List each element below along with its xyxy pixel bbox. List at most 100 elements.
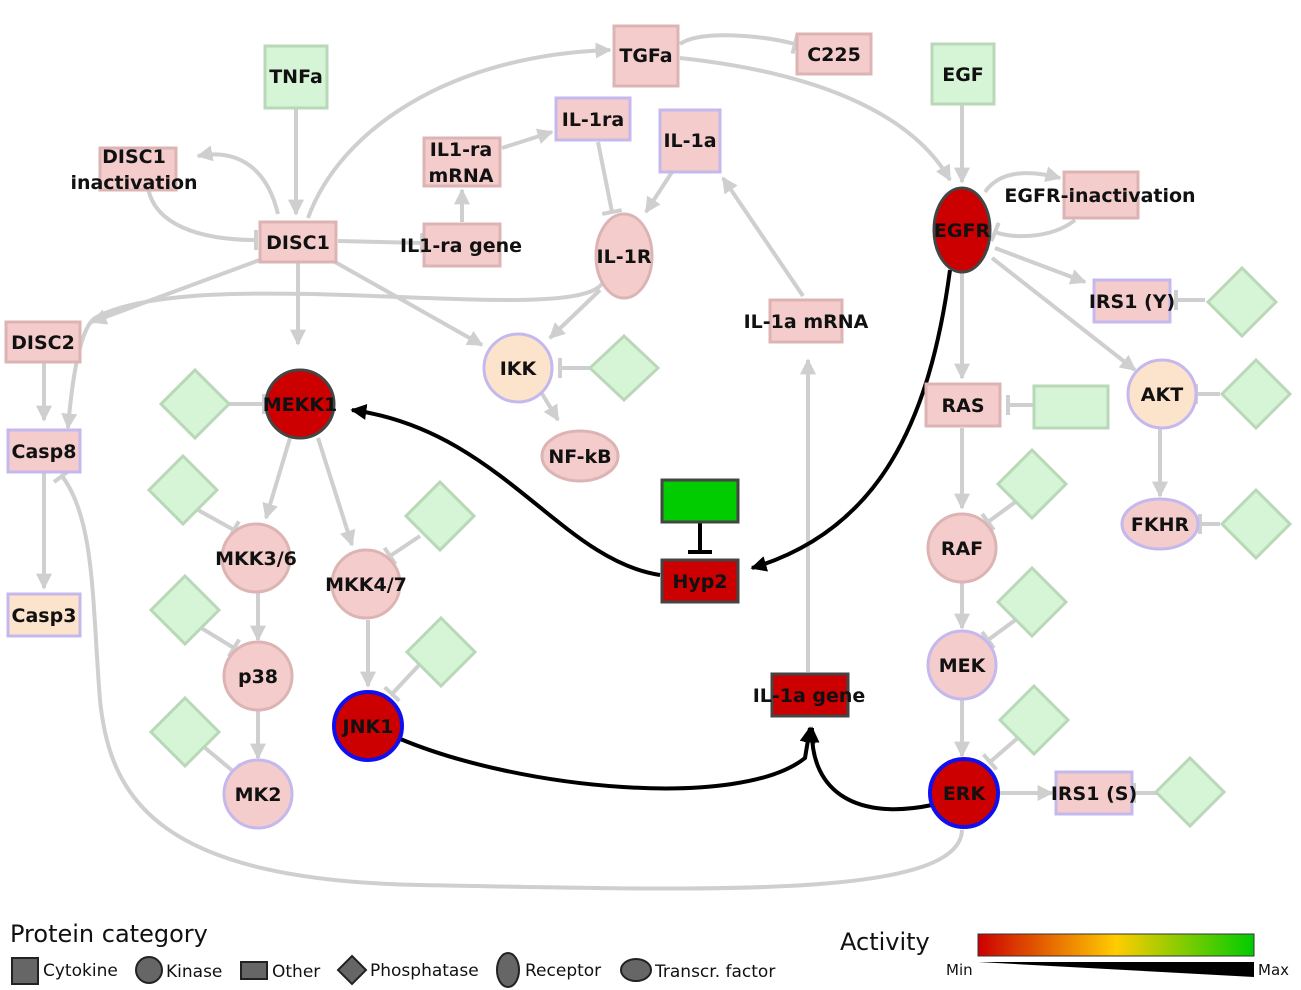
mkk36-phosphatase-icon[interactable] [146, 453, 220, 527]
other-legend-icon [240, 961, 268, 980]
disc1-inactivation-label-line1: DISC1 [102, 146, 166, 168]
mek-phosphatase-icon[interactable] [995, 565, 1069, 639]
fkhr-label: FKHR [1131, 514, 1190, 536]
ras-inhibitor-node[interactable] [1032, 384, 1110, 430]
edge-il1a-il1r [644, 170, 674, 214]
mk2-node[interactable] [222, 758, 294, 830]
il1ra-gene-label: IL1-ra gene [400, 235, 522, 257]
egf-node[interactable] [930, 42, 996, 106]
activity-legend: Activity Min Max [840, 928, 1289, 979]
il1a-gene-node[interactable] [770, 672, 850, 718]
casp8-node[interactable] [6, 428, 82, 474]
irs1s-node[interactable] [1054, 770, 1134, 816]
cytokine-legend-label: Cytokine [43, 961, 118, 981]
il1a-mrna-node[interactable] [768, 298, 844, 344]
raf-node[interactable] [926, 512, 998, 584]
kinase-legend-icon [135, 956, 163, 984]
casp8-label: Casp8 [12, 441, 77, 463]
c225-node[interactable] [795, 32, 873, 76]
activity-min-label: Min [946, 961, 973, 979]
edge-phos-jnk1 [383, 662, 422, 703]
disc2-node[interactable] [4, 320, 82, 364]
edge-disc1inact-disc1 [146, 187, 259, 251]
ras-node[interactable] [924, 382, 1002, 428]
tgfa-node[interactable] [612, 24, 680, 88]
edge-egfr-irs1y [994, 246, 1087, 285]
edge-il1amrna-il1a [721, 176, 805, 298]
edge-phos-erk [981, 734, 1022, 771]
il1ra-mrna-label-line2: mRNA [428, 165, 493, 187]
transcr-factor-legend-label: Transcr. factor [654, 962, 775, 982]
erk-phosphatase-icon[interactable] [997, 683, 1071, 757]
hyp2-inhibitor-node[interactable] [660, 478, 740, 524]
irs1y-label: IRS1 (Y) [1089, 291, 1175, 313]
tnfa-node[interactable] [263, 44, 329, 110]
mk2-phosphatase-icon[interactable] [148, 695, 222, 769]
mekk1-node[interactable] [264, 368, 336, 440]
il1ra-label: IL-1ra [562, 109, 624, 131]
mkk47-node[interactable] [330, 548, 402, 620]
activity-gradient-bar [977, 933, 1255, 957]
edges [36, 33, 1220, 891]
disc2-label: DISC2 [11, 332, 75, 354]
edge-mekk1-mkk47 [316, 437, 356, 547]
edge-mrna-il1ra [501, 128, 554, 150]
il1ra-node[interactable] [554, 96, 632, 142]
p38-node[interactable] [222, 640, 294, 712]
erk-node[interactable] [928, 757, 1000, 829]
fkhr-node[interactable] [1120, 497, 1200, 551]
irs1s-phosphatase-icon[interactable] [1153, 755, 1227, 829]
p38-phosphatase-icon[interactable] [148, 573, 222, 647]
edge-il1r-ikk [548, 288, 602, 340]
jnk1-phosphatase-icon[interactable] [404, 615, 478, 689]
hyp2-node[interactable] [660, 558, 740, 604]
edge-phos-mek [980, 616, 1020, 650]
ikk-node[interactable] [482, 332, 554, 404]
nfkb-node[interactable] [540, 429, 620, 483]
disc1-node[interactable] [258, 220, 338, 264]
ikk-phosphatase-icon[interactable] [587, 333, 661, 403]
raf-label: RAF [941, 538, 983, 560]
mek-node[interactable] [926, 629, 998, 701]
edge-disc1-disc2 [90, 256, 266, 325]
il1ra-mrna-label-line1: IL1-ra [430, 139, 492, 161]
il1ra-gene-node[interactable] [422, 222, 502, 268]
irs1y-node[interactable] [1092, 278, 1172, 324]
edge-disc1-il1ragene [337, 232, 425, 254]
protein-category-legend: Protein category Cytokine Kinase Other P… [10, 920, 775, 988]
edge-erk-il1agene [803, 726, 933, 812]
edge-phos-mkk36 [197, 508, 241, 540]
il1a-mrna-label: IL-1a mRNA [744, 311, 869, 333]
mkk47-phosphatase-icon[interactable] [403, 479, 477, 553]
egfr-inactivation-label: EGFR-inactivation [1004, 185, 1195, 207]
receptor-legend-icon [496, 952, 520, 988]
jnk1-node[interactable] [332, 690, 404, 762]
activity-max-label: Max [1258, 961, 1289, 979]
disc1-inactivation-label-line2: inactivation [70, 172, 197, 194]
irs1y-phosphatase-icon[interactable] [1205, 265, 1279, 339]
edge-egfrinact-egfr [989, 218, 1077, 243]
fkhr-phosphatase-icon[interactable] [1219, 487, 1293, 561]
egfr-node[interactable] [932, 186, 992, 274]
akt-node[interactable] [1126, 358, 1198, 430]
il1ra-mrna-node[interactable] [422, 136, 502, 188]
il1r-node[interactable] [594, 212, 654, 300]
mekk1-phosphatase-icon[interactable] [158, 367, 232, 441]
ras-label: RAS [941, 395, 984, 417]
edge-egfr-egfrinact [983, 166, 1062, 194]
edge-c225-tgfa [678, 33, 800, 55]
receptor-legend-label: Receptor [525, 961, 601, 981]
phosphatase-legend-icon [336, 954, 368, 986]
mekk1-label: MEKK1 [263, 394, 338, 416]
egfr-inactivation-node[interactable] [1062, 170, 1140, 220]
disc1-label: DISC1 [266, 232, 330, 254]
mkk36-node[interactable] [220, 522, 292, 594]
casp3-node[interactable] [6, 592, 82, 638]
kinase-legend-label: Kinase [166, 962, 222, 982]
raf-phosphatase-icon[interactable] [995, 447, 1069, 521]
akt-phosphatase-icon[interactable] [1219, 357, 1293, 431]
transcr-factor-legend-icon [620, 958, 652, 982]
disc1-inactivation-node[interactable] [98, 146, 178, 192]
il1a-node[interactable] [658, 108, 722, 174]
ikk-label: IKK [500, 358, 538, 380]
